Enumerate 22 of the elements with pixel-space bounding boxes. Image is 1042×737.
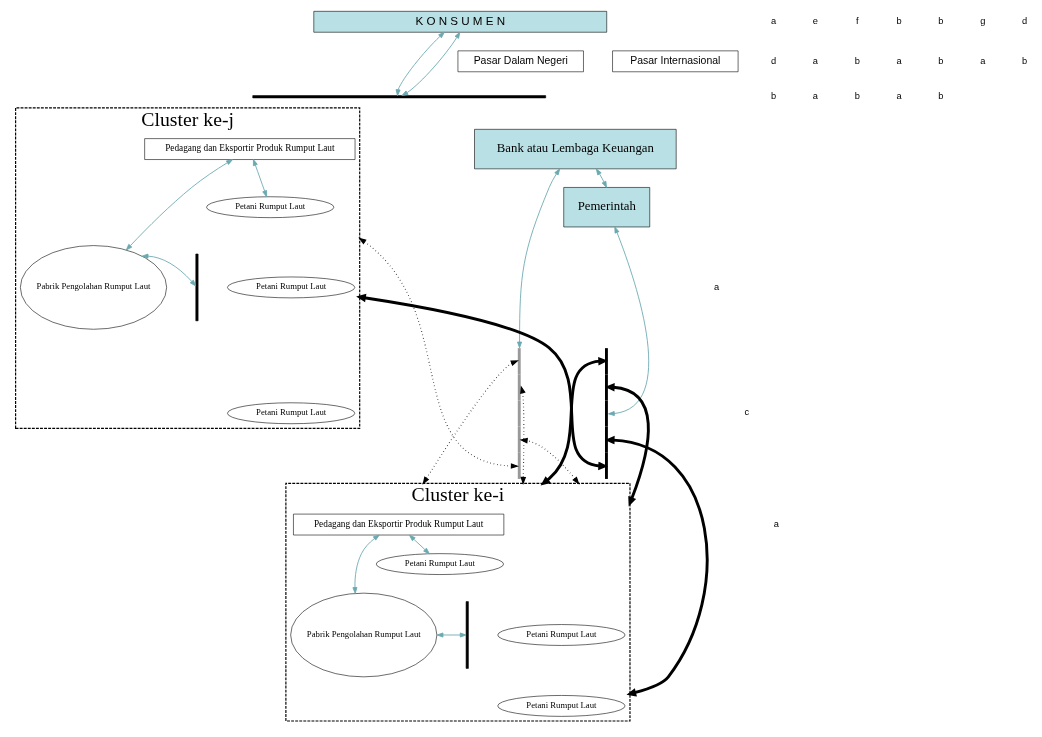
label: b xyxy=(938,55,944,66)
label: a xyxy=(773,518,780,529)
label: a xyxy=(714,281,720,292)
label: b xyxy=(770,90,777,101)
label: g xyxy=(980,16,986,26)
label: b xyxy=(938,90,944,101)
label: e xyxy=(812,16,818,26)
label: b xyxy=(1022,55,1028,66)
label: d xyxy=(770,55,777,66)
label: d xyxy=(1022,16,1028,26)
label: a xyxy=(980,55,986,66)
label: a xyxy=(770,16,777,26)
label: a xyxy=(896,55,902,66)
label: b xyxy=(938,16,944,26)
label: a xyxy=(812,55,818,66)
label: a xyxy=(896,90,902,101)
label: b xyxy=(854,90,860,101)
label: f xyxy=(855,16,859,26)
label: b xyxy=(896,16,902,26)
label: a xyxy=(812,90,818,101)
label: c xyxy=(744,407,750,418)
label: b xyxy=(854,55,860,66)
